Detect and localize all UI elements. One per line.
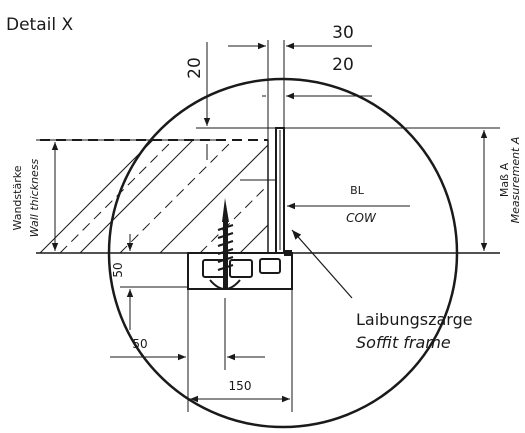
detail-title: Detail X	[6, 15, 73, 35]
bl-label: BL	[350, 184, 365, 197]
dim-50-horizontal-label: 50	[132, 337, 147, 351]
soffit-frame-label-en: Soffit frame	[356, 333, 451, 352]
wall-thickness-label-de: Wandstärke	[11, 165, 24, 230]
wall-section	[40, 140, 268, 253]
soffit-frame-leader	[291, 229, 353, 299]
measurement-a-label-de: Maß A	[498, 162, 511, 197]
dim-50-vertical-label: 50	[111, 262, 125, 277]
dim-20-vertical-label: 20	[185, 57, 205, 79]
frame-slot-3	[259, 258, 281, 274]
dim-20-top-label: 20	[332, 55, 354, 75]
cow-label: COW	[346, 211, 377, 225]
soffit-frame-label-de: Laibungszarge	[356, 310, 473, 329]
wall-thickness-label-en: Wall thickness	[28, 158, 41, 237]
measurement-a-label-en: Measurement A	[509, 137, 522, 224]
screw	[209, 198, 241, 290]
frame-slot-2	[229, 259, 253, 278]
dim-150-label: 150	[229, 379, 252, 393]
dim-30-label: 30	[332, 23, 354, 43]
